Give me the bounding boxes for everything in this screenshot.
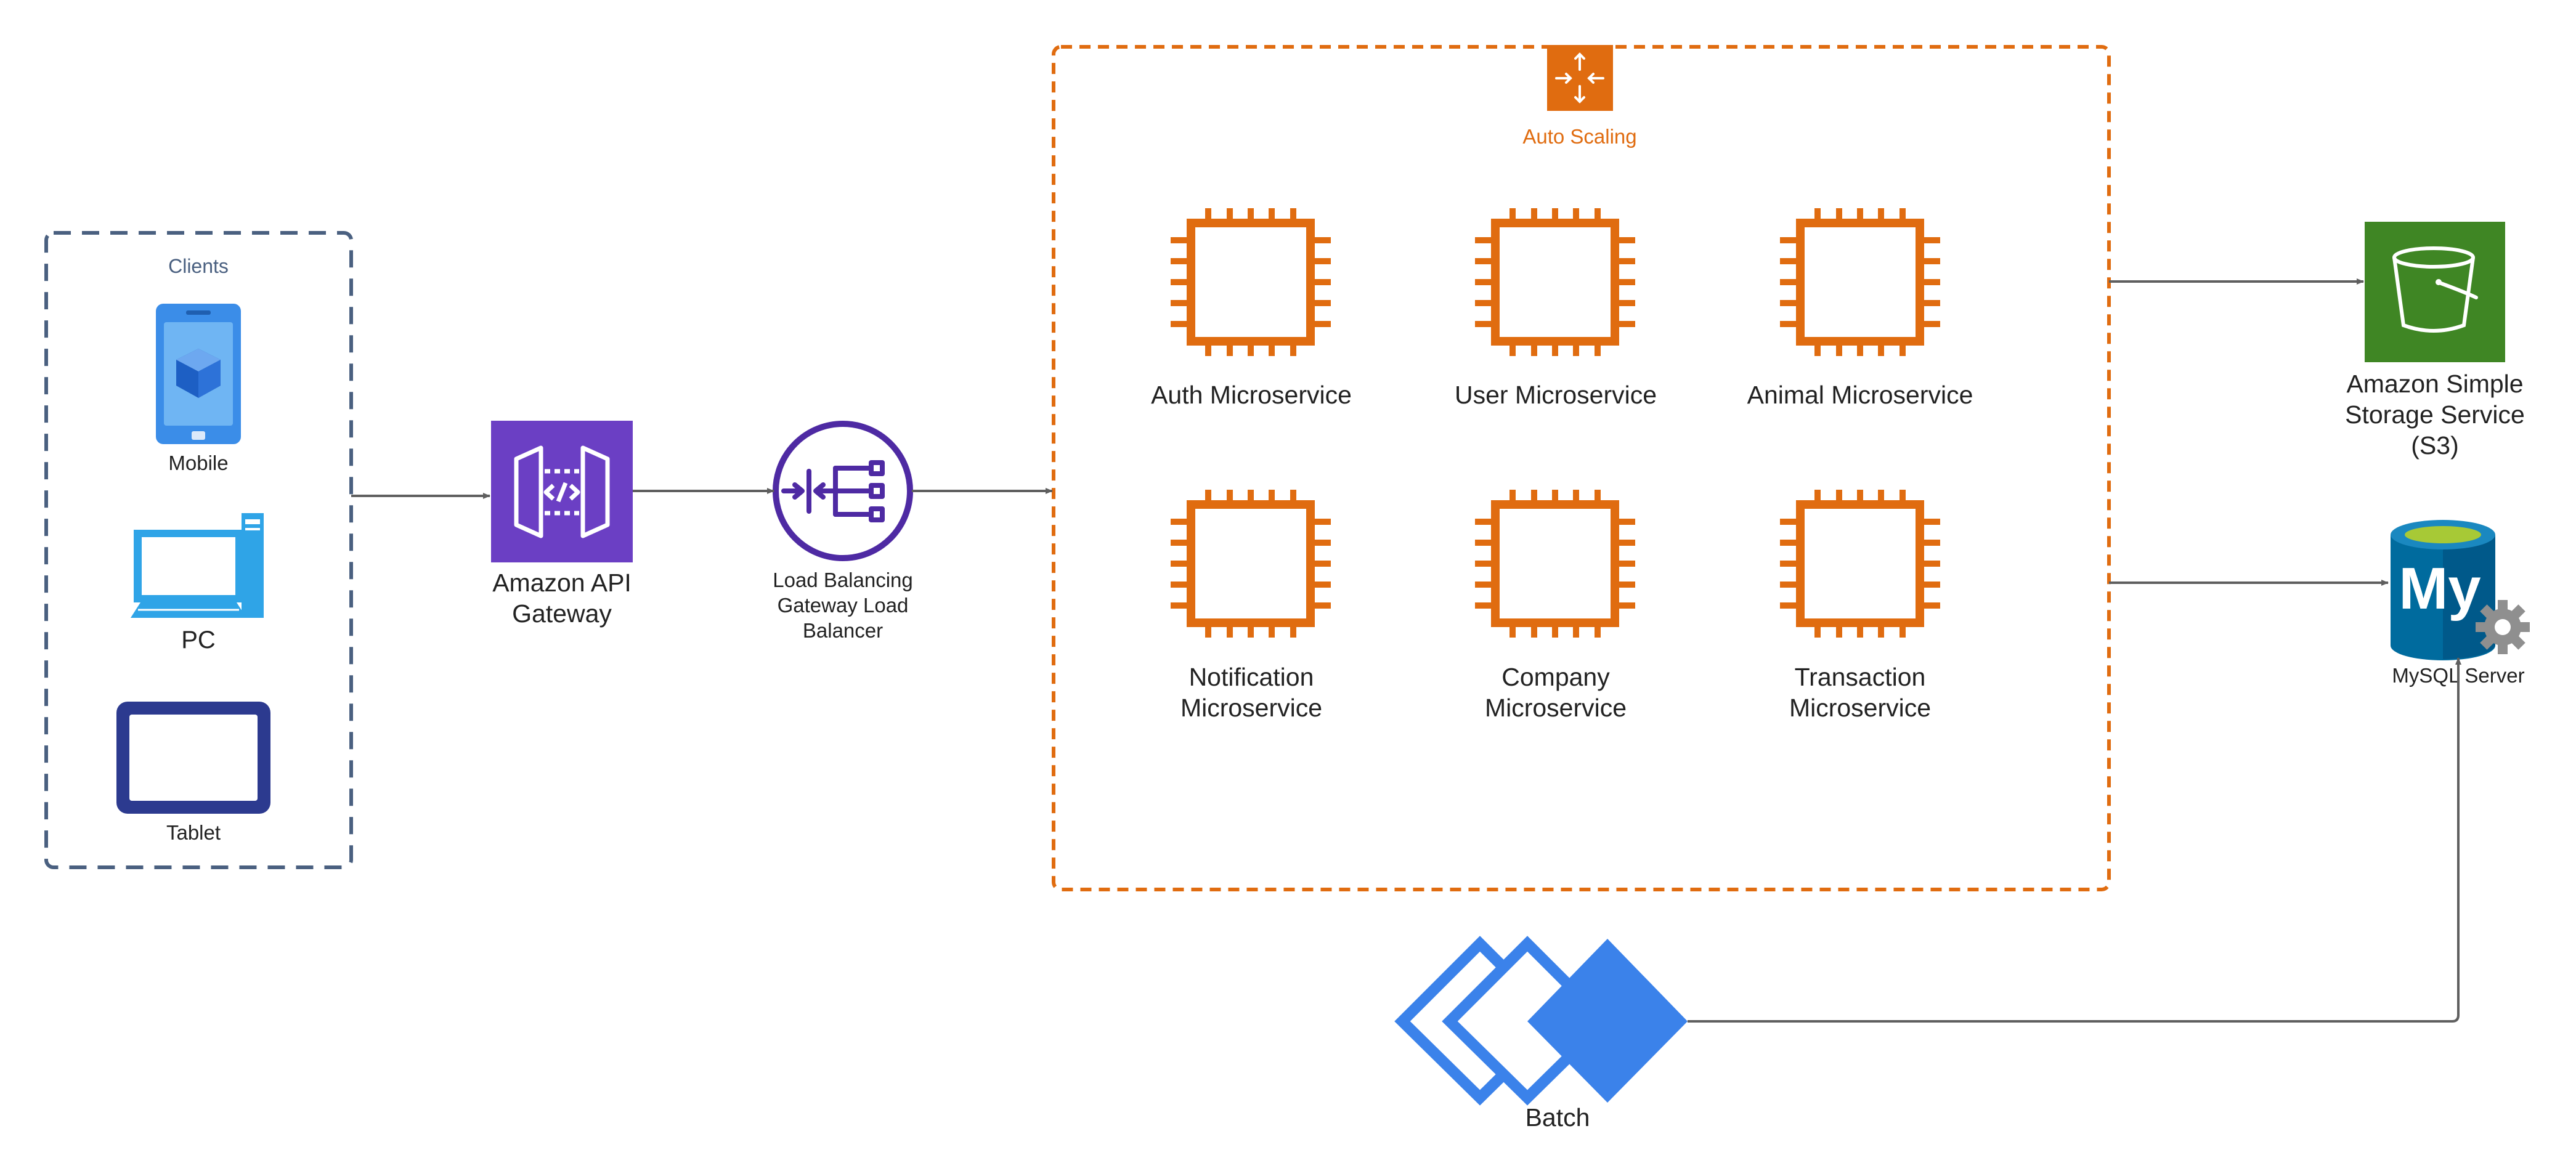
tablet-label: Tablet bbox=[166, 821, 221, 844]
autoscaling-group: Auto Scaling Auth Microservice User Micr… bbox=[1052, 45, 2111, 891]
s3-label-line1: Amazon Simple bbox=[2346, 370, 2523, 398]
api-gateway-glyph bbox=[514, 445, 610, 538]
microservice-notification: Notification Microservice bbox=[1174, 490, 1328, 722]
pc-label: PC bbox=[181, 626, 216, 654]
microservice-auth: Auth Microservice bbox=[1151, 208, 1352, 409]
load-balancer-icon bbox=[773, 421, 913, 561]
autoscaling-icon bbox=[1547, 45, 1613, 111]
ec2-chip-icon bbox=[1783, 208, 1937, 356]
database-icon: My bbox=[2391, 520, 2495, 660]
mysql-node: My MySQL Server bbox=[2391, 520, 2530, 687]
mobile-label: Mobile bbox=[168, 452, 228, 474]
api-gateway-label-line1: Amazon API bbox=[492, 569, 632, 597]
microservice-label: Auth Microservice bbox=[1151, 381, 1352, 409]
ec2-chip-icon bbox=[1783, 490, 1937, 638]
microservice-transaction: Transaction Microservice bbox=[1783, 490, 1937, 722]
api-gateway-label-line2: Gateway bbox=[512, 599, 612, 628]
load-balancer-label-line2: Gateway Load bbox=[778, 594, 909, 617]
s3-node: Amazon Simple Storage Service (S3) bbox=[2345, 222, 2525, 460]
microservice-label-line2: Microservice bbox=[1789, 694, 1931, 722]
s3-icon bbox=[2365, 222, 2505, 362]
microservice-label: Animal Microservice bbox=[1747, 381, 1973, 409]
microservice-label: User Microservice bbox=[1455, 381, 1657, 409]
clients-title: Clients bbox=[168, 255, 229, 277]
gear-icon bbox=[2476, 600, 2530, 654]
ec2-chip-icon bbox=[1478, 490, 1632, 638]
s3-bucket-glyph bbox=[2392, 246, 2478, 333]
ec2-chip-icon bbox=[1478, 208, 1632, 356]
microservice-label-line1: Transaction bbox=[1795, 663, 1926, 691]
microservice-label-line2: Microservice bbox=[1180, 694, 1322, 722]
s3-label-line2: Storage Service bbox=[2345, 400, 2525, 429]
mysql-logo-text: My bbox=[2399, 556, 2481, 622]
mobile-icon bbox=[156, 304, 241, 444]
microservice-label-line2: Microservice bbox=[1485, 694, 1627, 722]
load-balancer-label-line3: Balancer bbox=[803, 619, 883, 642]
autoscaling-boundary bbox=[1052, 45, 2111, 891]
arrow-batch-to-mysql bbox=[1688, 657, 2461, 1023]
ec2-chip-icon bbox=[1174, 490, 1328, 638]
s3-label-line3: (S3) bbox=[2411, 431, 2458, 460]
ec2-chip-icon bbox=[1174, 208, 1328, 356]
load-balancer-label-line1: Load Balancing bbox=[773, 569, 913, 591]
api-gateway-node: Amazon API Gateway bbox=[491, 421, 633, 628]
autoscaling-label: Auto Scaling bbox=[1522, 125, 1636, 148]
connectors bbox=[351, 278, 2461, 1023]
tablet-icon bbox=[116, 702, 270, 814]
pc-icon bbox=[131, 513, 264, 618]
microservice-user: User Microservice bbox=[1455, 208, 1657, 409]
load-balancer-glyph bbox=[781, 460, 885, 522]
microservice-label-line1: Notification bbox=[1189, 663, 1314, 691]
microservice-animal: Animal Microservice bbox=[1747, 208, 1973, 409]
batch-icon bbox=[1394, 936, 1688, 1106]
batch-label: Batch bbox=[1526, 1103, 1590, 1132]
microservice-company: Company Microservice bbox=[1478, 490, 1632, 722]
microservice-label-line1: Company bbox=[1501, 663, 1610, 691]
clients-group: Clients Mobile PC Tablet bbox=[44, 231, 353, 869]
batch-node: Batch bbox=[1394, 936, 1688, 1132]
clients-boundary bbox=[44, 231, 353, 869]
load-balancer-node: Load Balancing Gateway Load Balancer bbox=[773, 421, 913, 642]
